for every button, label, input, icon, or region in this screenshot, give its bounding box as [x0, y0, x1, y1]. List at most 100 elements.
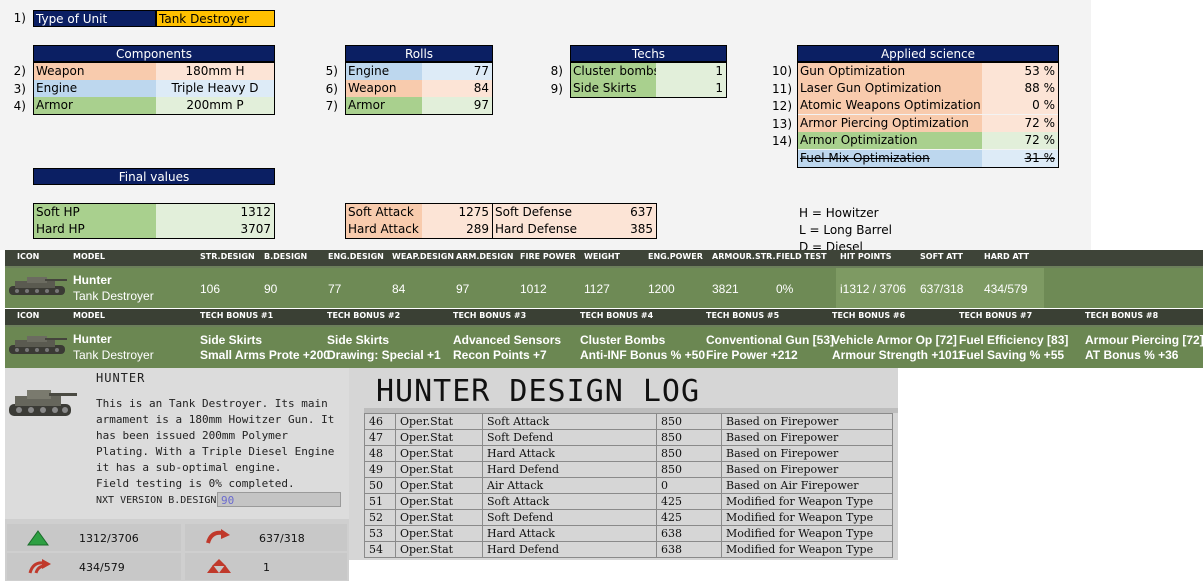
component-armor-label: Armor [34, 97, 156, 114]
tank-portrait-icon [9, 390, 77, 416]
legend-long-barrel: L = Long Barrel [799, 223, 892, 237]
stats-header-fire-power: FIRE POWER [520, 252, 576, 261]
description-line: Plating. With a Triple Diesel Engine [96, 445, 335, 458]
curved-arrow-icon [206, 529, 230, 544]
stats-header-str-design: STR.DESIGN [200, 252, 255, 261]
stats-arm-design: 97 [456, 282, 470, 296]
triangle-up-icon [27, 530, 49, 546]
tech-side-skirts-value[interactable]: 1 [656, 80, 726, 97]
stats-header-hard-att: HARD ATT [984, 252, 1030, 261]
science-atomic-weapons-label: Atomic Weapons Optimization [798, 97, 982, 114]
stats-header-armour-str: ARMOUR.STR. [712, 252, 776, 261]
stats-data-row[interactable]: Hunter Tank Destroyer 106 90 77 84 97 10… [5, 268, 1203, 308]
log-cell: Based on Firepower [721, 461, 893, 478]
science-armor-optimization-label: Armor Optimization [798, 132, 982, 149]
stats-header-weight: WEIGHT [584, 252, 620, 261]
science-laser-gun-value[interactable]: 88 % [982, 80, 1058, 97]
tech-header-bonus-3: TECH BONUS #3 [453, 311, 527, 320]
tech-header-bonus-1: TECH BONUS #1 [200, 311, 274, 320]
component-weapon-value[interactable]: 180mm H [156, 63, 274, 80]
final-hp-table [33, 203, 275, 239]
log-cell: 850 [656, 445, 722, 462]
next-version-input[interactable]: 90 [217, 492, 341, 507]
soft-attack-value: 1275 [422, 204, 492, 221]
stats-hit-points: i1312 / 3706 [840, 282, 907, 296]
tech-bonus-1-effect: Small Arms Prote +200 [200, 348, 330, 362]
component-weapon-label: Weapon [34, 63, 156, 80]
component-engine-value[interactable]: Triple Heavy D [156, 80, 274, 97]
description-line: Field testing is 0% completed. [96, 477, 295, 490]
soft-hp-label: Soft HP [34, 204, 156, 221]
stats-weight: 1127 [584, 282, 610, 296]
log-cell: Modified for Weapon Type [721, 525, 893, 542]
hard-defense-label: Hard Defense [493, 221, 578, 238]
tech-header-icon: ICON [17, 311, 40, 320]
stats-header-soft-att: SOFT ATT [920, 252, 963, 261]
stats-model-name: Hunter [73, 273, 112, 287]
science-laser-gun-label: Laser Gun Optimization [798, 80, 982, 97]
tech-cluster-bombs-value[interactable]: 1 [656, 63, 726, 80]
row-number: 2) [13, 64, 26, 78]
science-fuel-mix-value[interactable]: 31 % [982, 150, 1058, 167]
log-cell: 52 [364, 509, 396, 526]
row-number: 3) [13, 82, 26, 96]
tech-header-bonus-8: TECH BONUS #8 [1085, 311, 1159, 320]
roll-armor-value[interactable]: 97 [422, 97, 492, 114]
roll-weapon-label: Weapon [346, 80, 422, 97]
hard-attack-label: Hard Attack [346, 221, 422, 238]
log-cell: 54 [364, 541, 396, 558]
science-gun-optimization-value[interactable]: 53 % [982, 63, 1058, 80]
component-armor-value[interactable]: 200mm P [156, 97, 274, 114]
applied-science-table [797, 62, 1059, 168]
tank-icon [9, 336, 67, 354]
log-cell: Based on Firepower [721, 445, 893, 462]
roll-engine-value[interactable]: 77 [422, 63, 492, 80]
soft-defense-value: 637 [578, 204, 656, 221]
log-cell: Hard Attack [482, 525, 657, 542]
stats-eng-design: 77 [328, 282, 342, 296]
science-fuel-mix-label: Fuel Mix Optimization [798, 150, 982, 167]
soft-attack-label: Soft Attack [346, 204, 422, 221]
tech-header-row: ICON MODEL TECH BONUS #1 TECH BONUS #2 T… [5, 309, 1203, 325]
type-of-unit-value[interactable]: Tank Destroyer [156, 10, 275, 27]
log-cell: Hard Attack [482, 445, 657, 462]
log-cell: 51 [364, 493, 396, 510]
log-cell: 425 [656, 509, 722, 526]
stats-header-arm-design: ARM.DESIGN [456, 252, 514, 261]
science-armor-piercing-value[interactable]: 72 % [982, 115, 1058, 132]
row-number: 1) [13, 11, 26, 25]
science-atomic-weapons-value[interactable]: 0 % [982, 97, 1058, 114]
log-cell: 850 [656, 461, 722, 478]
log-cut-row [364, 408, 898, 413]
design-log-title: HUNTER DESIGN LOG [376, 374, 701, 409]
stats-header-weap-design: WEAP.DESIGN [392, 252, 455, 261]
tech-data-row[interactable]: Hunter Tank Destroyer Side Skirts Small … [5, 327, 1204, 368]
science-armor-optimization-value[interactable]: 72 % [982, 132, 1058, 149]
hard-defense-value: 385 [578, 221, 656, 238]
rolls-table [345, 62, 493, 115]
tech-header-bonus-5: TECH BONUS #5 [706, 311, 780, 320]
log-cell: Soft Attack [482, 493, 657, 510]
row-number: 9) [550, 82, 563, 96]
stats-hard-att: 434/579 [984, 282, 1028, 296]
roll-weapon-value[interactable]: 84 [422, 80, 492, 97]
description-line: has been issued 200mm Polymer [96, 429, 289, 442]
log-cell: 425 [656, 493, 722, 510]
stat-cell [7, 553, 181, 580]
tech-bonus-4-name: Cluster Bombs [580, 333, 666, 347]
science-gun-optimization-label: Gun Optimization [798, 63, 982, 80]
description-line: armament is a 180mm Howitzer Gun. It [96, 413, 335, 426]
stats-header-row: ICON MODEL STR.DESIGN B.DESIGN ENG.DESIG… [5, 250, 1203, 266]
log-cell: 47 [364, 429, 396, 446]
tech-model-type: Tank Destroyer [73, 348, 154, 362]
stats-model-type: Tank Destroyer [73, 289, 154, 303]
